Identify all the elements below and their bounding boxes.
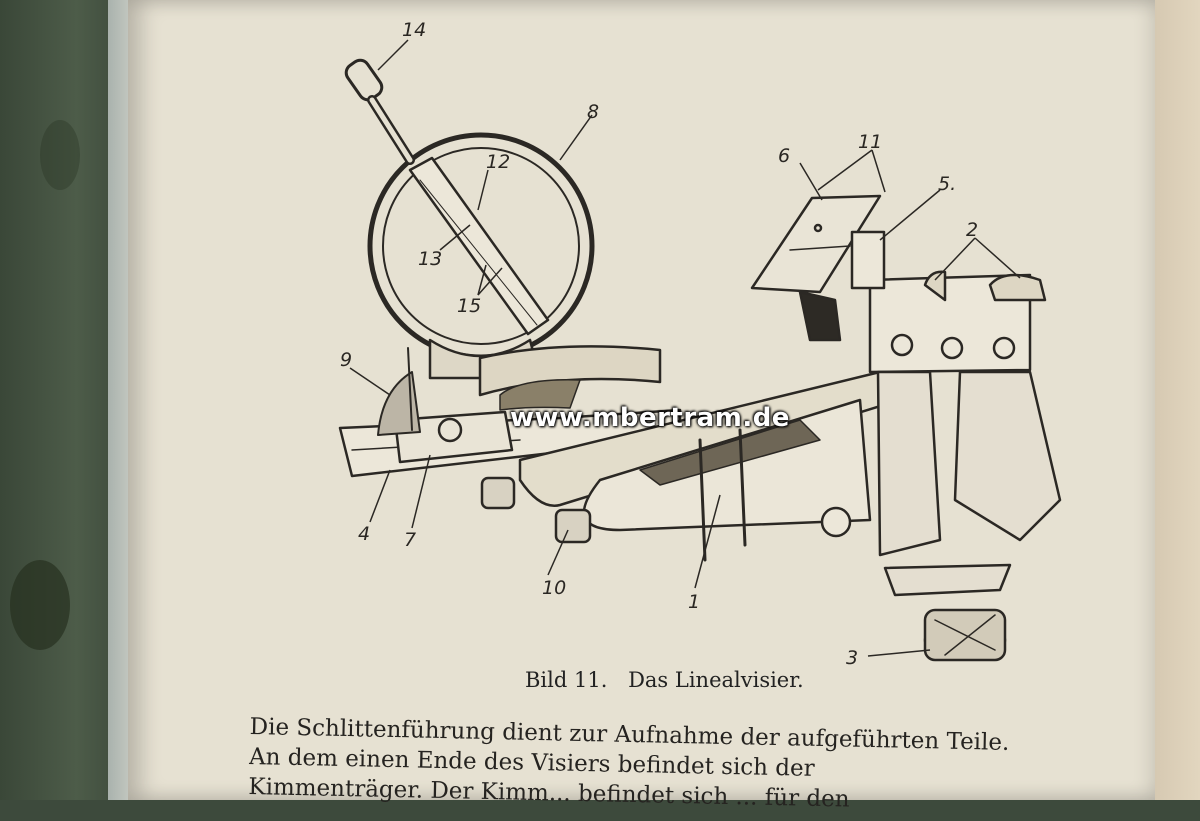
facing-page [1155,0,1200,800]
cloth-pattern [10,560,70,650]
figure-caption: Bild 11. Das Linealvisier. [525,668,818,692]
label-4: 4 [358,523,370,545]
label-10: 10 [542,577,566,599]
caption-title: Das Linealvisier. [628,668,804,692]
ruler [408,156,550,336]
label-5: 5. [938,173,956,195]
label-2: 2 [966,219,978,241]
caption-figure-number: Bild 11. [525,668,608,692]
label-6: 6 [778,145,790,167]
sight-plate [750,194,882,294]
label-11: 11 [858,131,882,153]
label-8: 8 [587,101,599,123]
label-7: 7 [404,529,416,551]
label-1: 1 [688,591,700,613]
label-14: 14 [402,19,426,41]
label-12: 12 [486,151,510,173]
ruler-handle [344,58,384,102]
label-3: 3 [846,647,858,669]
instrument-drawing: 14 8 12 13 15 6 11 5. 2 9 4 7 10 1 3 [338,19,1062,669]
label-13: 13 [418,248,442,270]
watermark: www.mbertram.de [510,403,790,433]
body-text: Die Schlittenführung dient zur Aufnahme … [248,712,1140,821]
label-9: 9 [340,349,352,371]
cloth-pattern [40,120,80,190]
label-15: 15 [457,295,481,317]
